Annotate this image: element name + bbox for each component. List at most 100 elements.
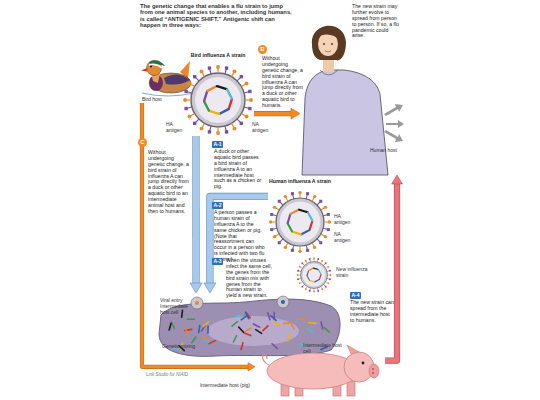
illustration-part bbox=[263, 355, 269, 366]
human-virus: Human influenza A strain bbox=[268, 190, 332, 254]
illustration-part bbox=[288, 334, 289, 341]
illustration-part bbox=[216, 131, 220, 135]
illustration-part bbox=[149, 64, 162, 68]
strain-heading: Bird influenza A strain bbox=[180, 53, 256, 59]
illustration-part bbox=[284, 246, 287, 249]
callout-number: A-4 bbox=[350, 292, 361, 299]
illustration-part bbox=[331, 43, 333, 45]
illustration-part bbox=[320, 70, 338, 75]
illustration-part bbox=[291, 249, 294, 252]
host-cell: Intermediate host cell bbox=[155, 293, 345, 359]
illustration-part bbox=[273, 206, 276, 209]
illustration-part bbox=[248, 363, 255, 371]
illustration-part bbox=[207, 316, 299, 346]
illustration-part bbox=[327, 270, 330, 272]
antigen-label: HA antigen bbox=[334, 214, 358, 225]
illustration-part bbox=[309, 258, 311, 260]
bird-virus: Bird influenza A strain bbox=[182, 64, 254, 136]
illustration-part bbox=[319, 241, 322, 244]
illustration-part bbox=[229, 99, 232, 109]
illustration-part bbox=[193, 122, 196, 125]
illustration-part bbox=[384, 130, 403, 142]
illustration-part bbox=[347, 381, 355, 396]
illustration-part bbox=[385, 181, 397, 360]
illustration-part bbox=[277, 296, 289, 308]
illustration-part bbox=[299, 210, 307, 213]
node-label: Bird host bbox=[142, 97, 194, 103]
credit-note: Link Studio for NIAID bbox=[146, 372, 206, 377]
illustration-part bbox=[321, 322, 322, 329]
illustration-part bbox=[291, 323, 294, 329]
illustration-part bbox=[195, 77, 241, 123]
illustration-part bbox=[302, 263, 304, 265]
illustration-part bbox=[208, 86, 217, 91]
illustration-part bbox=[186, 328, 188, 335]
illustration-part bbox=[220, 109, 229, 114]
illustration-part bbox=[324, 206, 327, 209]
illustration-part bbox=[184, 107, 187, 110]
illustration-part bbox=[233, 336, 236, 342]
node-label: Human host bbox=[370, 148, 404, 154]
illustration-part bbox=[298, 318, 305, 320]
illustration-part bbox=[297, 278, 299, 280]
illustration-part bbox=[309, 288, 311, 291]
illustration-part bbox=[319, 200, 322, 203]
illustration-part bbox=[233, 127, 237, 131]
illustration-part bbox=[309, 290, 311, 292]
illustration-part bbox=[254, 112, 294, 116]
illustration-part bbox=[386, 120, 404, 128]
illustration-part bbox=[298, 275, 301, 276]
virus-illustration bbox=[182, 64, 254, 136]
illustration-part bbox=[324, 263, 326, 265]
illustration-part bbox=[271, 316, 276, 321]
illustration-part bbox=[184, 90, 187, 93]
illustration-part bbox=[181, 310, 183, 317]
illustration-part bbox=[245, 82, 249, 86]
illustration-part bbox=[248, 107, 251, 110]
illustration-part bbox=[188, 115, 192, 119]
illustration-part bbox=[317, 258, 319, 260]
illustration-part bbox=[141, 68, 147, 72]
illustration-part bbox=[192, 136, 199, 286]
illustration-part bbox=[209, 111, 219, 114]
virus-illustration bbox=[296, 257, 332, 293]
illustration-part bbox=[249, 98, 253, 102]
illustration-part bbox=[303, 264, 326, 287]
illustration-part bbox=[324, 285, 326, 287]
illustration-part bbox=[164, 74, 190, 84]
illustration-part bbox=[299, 282, 301, 284]
step-text: A person passes a human strain of influe… bbox=[214, 210, 266, 263]
illustration-part bbox=[347, 345, 359, 354]
illustration-part bbox=[309, 268, 313, 270]
illustration-part bbox=[256, 330, 262, 334]
illustration-part bbox=[268, 313, 270, 320]
illustration-part bbox=[372, 368, 374, 370]
illustration-part bbox=[300, 267, 303, 269]
illustration-part bbox=[284, 195, 287, 198]
illustration-part bbox=[327, 266, 329, 268]
step-text: A duck or other aquatic bird passes a bi… bbox=[214, 149, 262, 190]
illustration-part bbox=[204, 102, 209, 111]
illustration-part bbox=[200, 127, 204, 131]
illustration-part bbox=[344, 352, 374, 382]
illustration-part bbox=[241, 343, 243, 350]
illustration-part bbox=[372, 372, 374, 374]
illustration-part bbox=[254, 111, 294, 116]
illustration-part bbox=[142, 93, 194, 96]
illustration-part bbox=[329, 270, 331, 272]
illustration-part bbox=[276, 198, 324, 246]
illustration-part bbox=[232, 322, 237, 326]
illustration-part bbox=[328, 220, 331, 223]
illustration-part bbox=[312, 26, 346, 61]
illustration-part bbox=[313, 246, 316, 249]
illustration-part bbox=[270, 213, 273, 216]
illustration-part bbox=[183, 98, 187, 102]
node-label: New influenza strain bbox=[336, 267, 378, 278]
illustration-part bbox=[225, 130, 228, 133]
antigen-label: HA antigen bbox=[166, 122, 186, 133]
illustration-part bbox=[193, 136, 199, 286]
illustration-part bbox=[306, 261, 308, 264]
illustration-part bbox=[321, 260, 323, 262]
illustration-part bbox=[326, 282, 329, 284]
